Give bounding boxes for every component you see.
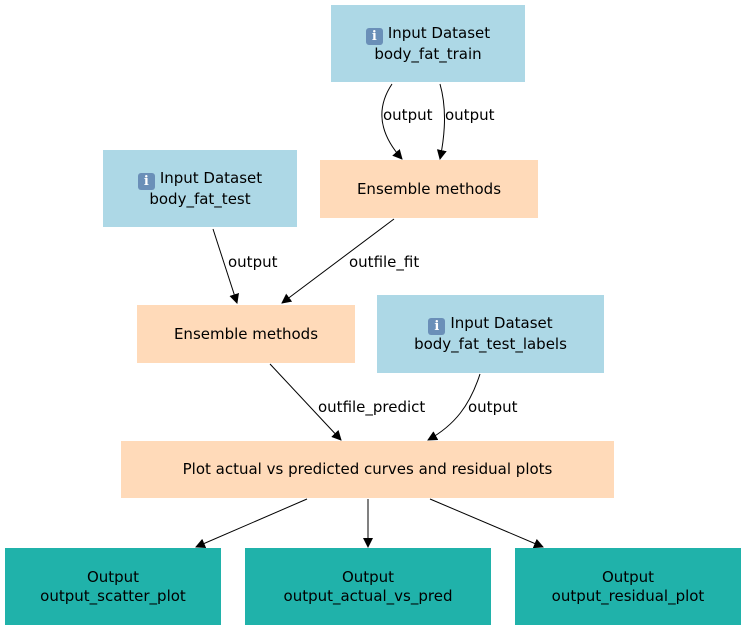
node-kind: Output	[601, 567, 655, 586]
node-label: Ensemble methods	[173, 324, 319, 343]
output-residual-plot[interactable]: Output output_residual_plot	[515, 548, 741, 625]
edge-test-ens2	[212, 228, 239, 304]
info-icon: i	[365, 27, 383, 45]
node-kind: Input Dataset	[450, 314, 553, 332]
edge-label-output: output	[445, 106, 495, 124]
node-name: output_residual_plot	[551, 586, 705, 605]
node-name: body_fat_test	[149, 189, 251, 208]
node-name: output_scatter_plot	[40, 586, 186, 605]
node-name: body_fat_test_labels	[414, 335, 567, 353]
edge-label-outfile-fit: outfile_fit	[349, 253, 420, 271]
node-kind: Input Dataset	[159, 168, 263, 187]
edge-label-output: output	[383, 106, 433, 124]
output-actual-vs-pred[interactable]: Output output_actual_vs_pred	[245, 548, 491, 625]
edge-label-outfile-predict: outfile_predict	[318, 398, 426, 416]
edge-ens1-ens2	[281, 218, 395, 304]
info-icon: i	[428, 318, 446, 335]
tool-ensemble-methods-fit[interactable]: Ensemble methods	[320, 160, 538, 218]
node-name: output_actual_vs_pred	[283, 586, 453, 605]
node-name: body_fat_train	[374, 44, 482, 63]
edge-plot-scatter	[195, 498, 308, 549]
node-label: Plot actual vs predicted curves and resi…	[182, 460, 553, 478]
edge-labels-plot	[427, 373, 481, 441]
edge-ens2-plot	[269, 363, 342, 441]
edge-label-output: output	[228, 253, 278, 271]
edge-label-output: output	[468, 398, 518, 416]
node-kind: Output	[86, 567, 140, 586]
tool-plot-actual-vs-predicted[interactable]: Plot actual vs predicted curves and resi…	[121, 441, 614, 498]
info-icon: i	[137, 172, 155, 190]
output-scatter-plot[interactable]: Output output_scatter_plot	[5, 548, 221, 625]
edge-train-ens1-a	[381, 83, 403, 160]
edge-plot-residual	[429, 498, 544, 549]
node-kind: Output	[341, 567, 395, 586]
tool-ensemble-methods-predict[interactable]: Ensemble methods	[137, 305, 355, 363]
edge-train-ens1-b	[436, 83, 447, 160]
node-label: Ensemble methods	[356, 179, 502, 198]
node-kind: Input Dataset	[387, 23, 491, 42]
